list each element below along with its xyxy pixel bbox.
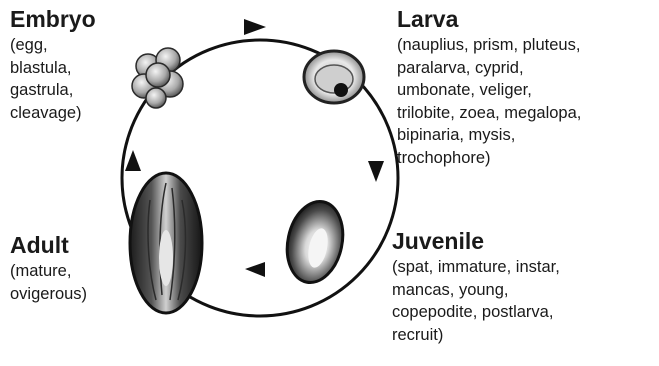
embryo-illustration: [132, 48, 183, 108]
examples-line: trochophore): [397, 147, 581, 170]
stage-examples-adult: (mature, ovigerous): [10, 260, 87, 305]
stage-examples-larva: (nauplius, prism, pluteus, paralarva, cy…: [397, 34, 581, 169]
examples-line: umbonate, veliger,: [397, 79, 581, 102]
examples-line: blastula,: [10, 57, 96, 80]
examples-line: mancas, young,: [392, 279, 560, 302]
stage-title-embryo: Embryo: [10, 6, 96, 32]
examples-line: paralarva, cyprid,: [397, 57, 581, 80]
stage-juvenile: Juvenile (spat, immature, instar, mancas…: [392, 228, 560, 346]
arrow-left: [125, 150, 141, 171]
arrow-right: [368, 161, 384, 182]
arrow-bottom: [245, 262, 265, 277]
examples-line: trilobite, zoea, megalopa,: [397, 102, 581, 125]
examples-line: bipinaria, mysis,: [397, 124, 581, 147]
examples-line: copepodite, postlarva,: [392, 301, 560, 324]
juvenile-illustration: [280, 196, 350, 287]
stage-title-juvenile: Juvenile: [392, 228, 560, 254]
examples-line: (spat, immature, instar,: [392, 256, 560, 279]
stage-title-adult: Adult: [10, 232, 87, 258]
adult-illustration: [130, 173, 202, 313]
examples-line: ovigerous): [10, 283, 87, 306]
stage-adult: Adult (mature, ovigerous): [10, 232, 87, 305]
arrow-top: [244, 19, 266, 35]
examples-line: (mature,: [10, 260, 87, 283]
stage-embryo: Embryo (egg, blastula, gastrula, cleavag…: [10, 6, 96, 124]
examples-line: recruit): [392, 324, 560, 347]
examples-line: (nauplius, prism, pluteus,: [397, 34, 581, 57]
larva-illustration: [304, 51, 364, 103]
stage-examples-embryo: (egg, blastula, gastrula, cleavage): [10, 34, 96, 124]
stage-examples-juvenile: (spat, immature, instar, mancas, young, …: [392, 256, 560, 346]
examples-line: cleavage): [10, 102, 96, 125]
examples-line: gastrula,: [10, 79, 96, 102]
examples-line: (egg,: [10, 34, 96, 57]
stage-larva: Larva (nauplius, prism, pluteus, paralar…: [397, 6, 581, 169]
stage-title-larva: Larva: [397, 6, 581, 32]
